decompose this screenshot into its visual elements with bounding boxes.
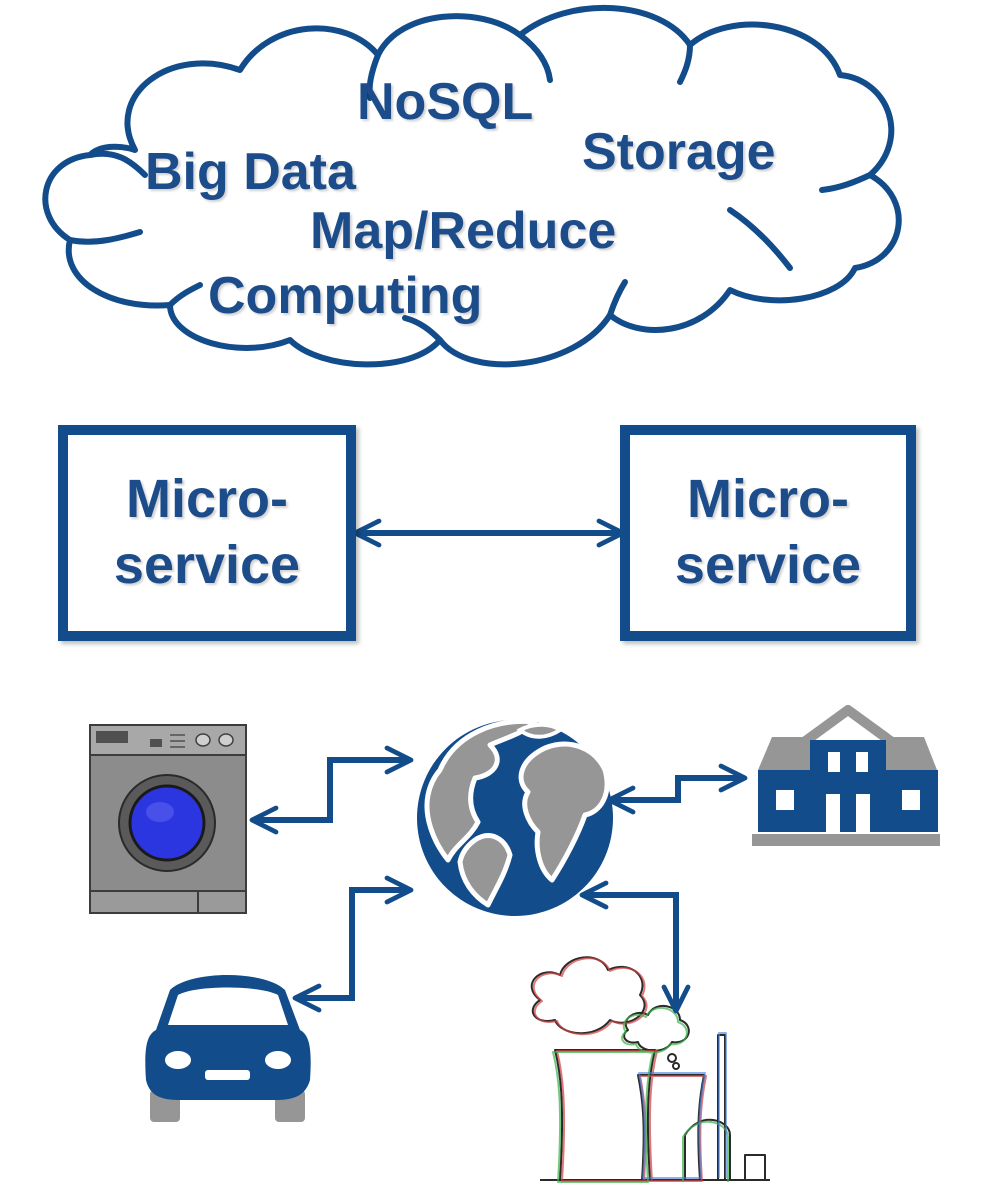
house-globe-arrow xyxy=(606,763,748,815)
cloud-term-big-data: Big Data xyxy=(145,143,356,201)
car-icon xyxy=(145,975,311,1122)
cloud-term-map-reduce: Map/Reduce xyxy=(310,202,617,260)
cloud-term-storage: Storage xyxy=(582,123,776,181)
microservice-left-line2: service xyxy=(113,535,301,595)
powerplant-globe-arrow xyxy=(579,880,691,1014)
microservice-box-left: Micro- service xyxy=(58,425,356,641)
cloud-shape xyxy=(42,4,902,368)
house-icon xyxy=(752,705,940,846)
microservice-box-right: Micro- service xyxy=(620,425,916,641)
cloud-term-nosql: NoSQL xyxy=(357,73,534,131)
cloud-term-computing: Computing xyxy=(208,267,483,325)
microservice-right-line1: Micro- xyxy=(687,469,849,530)
power-plant-icon xyxy=(530,956,770,1183)
microservice-left-line1: Micro- xyxy=(126,469,288,530)
globe-icon xyxy=(417,718,613,916)
car-globe-arrow xyxy=(292,875,414,1013)
microservice-right-line2: service xyxy=(674,535,862,595)
washing-machine-globe-arrow xyxy=(249,745,414,835)
washing-machine-icon xyxy=(89,724,247,914)
